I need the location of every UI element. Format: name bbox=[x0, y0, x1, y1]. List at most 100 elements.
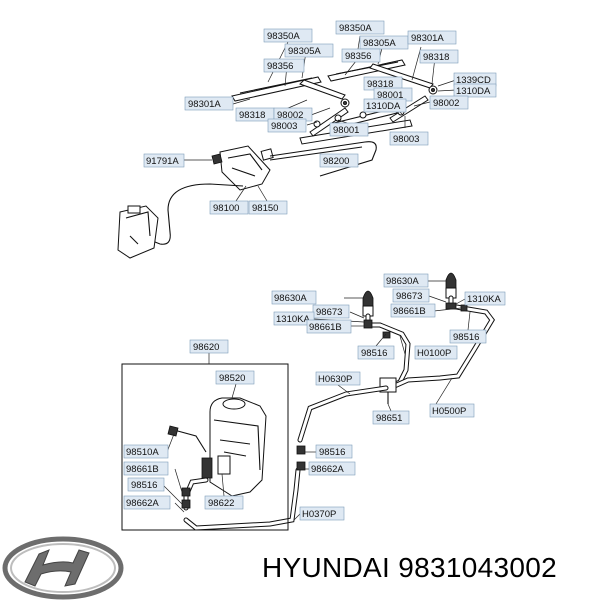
label-98100[interactable]: 98100 bbox=[209, 200, 249, 215]
brand-name: HYUNDAI bbox=[262, 552, 391, 583]
svg-text:98301A: 98301A bbox=[188, 99, 221, 110]
svg-text:98200: 98200 bbox=[323, 156, 349, 167]
label-98003-right[interactable]: 98003 bbox=[389, 131, 429, 146]
wiper-linkage-drawing bbox=[117, 59, 438, 259]
svg-text:98662A: 98662A bbox=[126, 498, 159, 509]
label-98350A-right[interactable]: 98350A bbox=[335, 20, 385, 35]
hyundai-logo-icon bbox=[2, 536, 124, 600]
label-1310KA-left[interactable]: 1310KA bbox=[273, 311, 315, 326]
svg-text:98661B: 98661B bbox=[309, 322, 342, 333]
label-98305A-left[interactable]: 98305A bbox=[284, 43, 334, 58]
part-number: 9831043002 bbox=[398, 552, 557, 583]
svg-text:98350A: 98350A bbox=[267, 31, 300, 42]
svg-text:98510A: 98510A bbox=[126, 447, 159, 458]
label-98661B-left[interactable]: 98661B bbox=[306, 319, 352, 334]
label-98318-right[interactable]: 98318 bbox=[419, 49, 459, 64]
svg-text:98661B: 98661B bbox=[393, 306, 426, 317]
footer-part-info: HYUNDAI 9831043002 bbox=[262, 552, 557, 584]
svg-text:98662A: 98662A bbox=[311, 464, 344, 475]
svg-text:98318: 98318 bbox=[423, 52, 449, 63]
svg-text:98001: 98001 bbox=[333, 125, 359, 136]
label-98350A-left[interactable]: 98350A bbox=[263, 28, 313, 43]
svg-text:H0370P: H0370P bbox=[302, 509, 336, 520]
svg-text:98301A: 98301A bbox=[411, 33, 444, 44]
label-H0630P[interactable]: H0630P bbox=[315, 371, 361, 386]
label-1310KA-right[interactable]: 1310KA bbox=[464, 291, 506, 306]
label-98356-right[interactable]: 98356 bbox=[341, 48, 381, 63]
svg-text:1339CD: 1339CD bbox=[456, 75, 491, 86]
label-H0100P[interactable]: H0100P bbox=[414, 345, 458, 360]
svg-text:98673: 98673 bbox=[396, 291, 422, 302]
leader-lines bbox=[163, 35, 471, 521]
svg-text:98516: 98516 bbox=[361, 348, 387, 359]
label-98673-right[interactable]: 98673 bbox=[392, 288, 430, 303]
label-98516-outer[interactable]: 98516 bbox=[315, 444, 353, 459]
svg-text:98003: 98003 bbox=[393, 134, 419, 145]
svg-text:1310DA: 1310DA bbox=[456, 86, 491, 97]
svg-text:98001: 98001 bbox=[377, 90, 403, 101]
svg-text:98651: 98651 bbox=[376, 413, 402, 424]
label-98516-box[interactable]: 98516 bbox=[127, 477, 165, 492]
svg-text:98002: 98002 bbox=[433, 98, 459, 109]
svg-text:1310DA: 1310DA bbox=[366, 101, 401, 112]
svg-text:98630A: 98630A bbox=[386, 276, 419, 287]
label-98673-left[interactable]: 98673 bbox=[312, 304, 350, 319]
label-98301A-left[interactable]: 98301A bbox=[184, 96, 234, 111]
label-98651[interactable]: 98651 bbox=[372, 410, 410, 425]
svg-text:1310KA: 1310KA bbox=[276, 314, 310, 325]
label-98516-right[interactable]: 98516 bbox=[449, 329, 487, 344]
label-98002-left[interactable]: 98002 bbox=[273, 107, 313, 122]
label-1310DA-left[interactable]: 1310DA bbox=[363, 98, 407, 113]
svg-text:98003: 98003 bbox=[271, 121, 297, 132]
svg-text:98516: 98516 bbox=[319, 447, 345, 458]
label-98662A-box[interactable]: 98662A bbox=[123, 495, 171, 510]
label-91791A[interactable]: 91791A bbox=[143, 153, 185, 168]
svg-text:98002: 98002 bbox=[277, 110, 303, 121]
label-98318-mid[interactable]: 98318 bbox=[363, 76, 403, 91]
svg-text:98100: 98100 bbox=[213, 203, 239, 214]
label-98622[interactable]: 98622 bbox=[204, 495, 244, 510]
label-98620[interactable]: 98620 bbox=[189, 339, 229, 354]
svg-text:98622: 98622 bbox=[208, 498, 234, 509]
label-98662A-outer[interactable]: 98662A bbox=[308, 461, 356, 476]
label-H0500P[interactable]: H0500P bbox=[429, 403, 475, 418]
svg-text:98318: 98318 bbox=[239, 110, 265, 121]
svg-text:H0630P: H0630P bbox=[318, 374, 352, 385]
svg-text:H0500P: H0500P bbox=[432, 406, 466, 417]
svg-text:98620: 98620 bbox=[193, 342, 219, 353]
label-98661B-box[interactable]: 98661B bbox=[123, 461, 169, 476]
svg-text:1310KA: 1310KA bbox=[467, 294, 501, 305]
label-H0370P[interactable]: H0370P bbox=[299, 506, 345, 521]
label-98318-left[interactable]: 98318 bbox=[235, 107, 275, 122]
label-1310DA-right[interactable]: 1310DA bbox=[453, 83, 497, 98]
svg-text:98516: 98516 bbox=[131, 480, 157, 491]
label-98305A-right[interactable]: 98305A bbox=[359, 35, 409, 50]
reservoir-assembly-drawing bbox=[121, 363, 289, 531]
label-98003-left[interactable]: 98003 bbox=[267, 118, 307, 133]
svg-text:98630A: 98630A bbox=[274, 293, 307, 304]
label-98516-left[interactable]: 98516 bbox=[357, 345, 395, 360]
label-98301A-right[interactable]: 98301A bbox=[407, 30, 457, 45]
svg-text:98661B: 98661B bbox=[126, 464, 159, 475]
svg-text:98356: 98356 bbox=[345, 51, 371, 62]
label-98630A-right[interactable]: 98630A bbox=[383, 273, 429, 288]
label-98661B-right[interactable]: 98661B bbox=[390, 303, 436, 318]
svg-text:98673: 98673 bbox=[316, 307, 342, 318]
label-98630A-left[interactable]: 98630A bbox=[271, 290, 317, 305]
svg-text:98318: 98318 bbox=[367, 79, 393, 90]
label-98002-right[interactable]: 98002 bbox=[429, 95, 469, 110]
svg-text:98520: 98520 bbox=[219, 373, 245, 384]
label-98510A[interactable]: 98510A bbox=[123, 444, 169, 459]
svg-text:91791A: 91791A bbox=[146, 156, 179, 167]
svg-text:98150: 98150 bbox=[252, 203, 278, 214]
label-98520[interactable]: 98520 bbox=[215, 370, 255, 385]
svg-text:98305A: 98305A bbox=[288, 46, 321, 57]
label-98200[interactable]: 98200 bbox=[319, 153, 359, 168]
svg-text:98516: 98516 bbox=[453, 332, 479, 343]
label-98150[interactable]: 98150 bbox=[248, 200, 288, 215]
svg-text:98350A: 98350A bbox=[339, 23, 372, 34]
label-98356-left[interactable]: 98356 bbox=[263, 58, 305, 73]
label-98001-left[interactable]: 98001 bbox=[329, 122, 369, 137]
